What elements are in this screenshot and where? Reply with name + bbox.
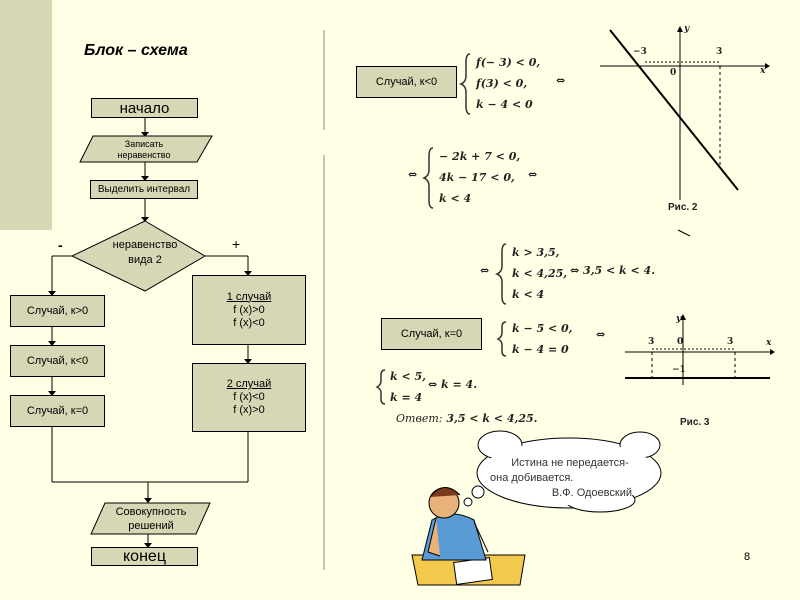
system-3: k > 3,5, k < 4,25, k < 4 — [512, 242, 567, 305]
fig3-tick-0: 0 — [677, 337, 684, 347]
system-3-line2: k < 4,25, — [512, 267, 568, 280]
case-k-positive: Случай, к>0 — [10, 295, 105, 327]
case-k-negative-right: Случай, к<0 — [356, 66, 457, 98]
fig3-tick-3-left: 3 — [648, 337, 655, 347]
case-1-title: 1 случай — [226, 290, 272, 303]
system-1-line2: f(3) < 0, — [476, 77, 528, 90]
fig3-tick-3-right: 3 — [727, 337, 734, 347]
system-5-line1: k < 5, — [390, 370, 426, 383]
fig2-y-label: y — [684, 24, 690, 34]
equiv-2: ⇔ — [408, 168, 418, 181]
system-2-line1: − 2k + 7 < 0, — [439, 150, 521, 163]
select-interval-block: Выделить интервал — [90, 180, 198, 199]
union-block: Совокупность решений — [105, 505, 197, 533]
fig3-tick-neg1: −1 — [672, 365, 686, 375]
system-2-line2: 4k − 17 < 0, — [439, 171, 515, 184]
equiv-1: ⇔ — [556, 74, 566, 87]
system-4-line2: k − 4 = 0 — [512, 343, 569, 356]
fig2-x-label: x — [760, 66, 766, 76]
system-4-line1: k − 5 < 0, — [512, 322, 573, 335]
case-1-block: 1 случай f (x)>0 f (x)<0 — [192, 275, 306, 345]
case-2-block: 2 случай f (x)<0 f (x)>0 — [192, 363, 306, 432]
quote-text: Истина не передается- она добивается. В.… — [490, 456, 650, 501]
system-5-line2: k = 4 — [390, 391, 423, 404]
system-3-result: ⇔ 3,5 < k < 4. — [570, 264, 656, 277]
write-inequality-line1: Записать — [124, 139, 164, 149]
union-line1: Совокупность — [115, 506, 187, 518]
system-2-line3: k < 4 — [439, 192, 472, 205]
system-1-line3: k − 4 < 0 — [476, 98, 533, 111]
fig3-caption: Рис. 3 — [680, 417, 710, 428]
case-1-line1: f (x)>0 — [233, 303, 265, 316]
case-2-title: 2 случай — [226, 378, 272, 390]
case-k-zero: Случай, к=0 — [10, 395, 105, 427]
system-3-line3: k < 4 — [512, 288, 545, 301]
fig2-tick-neg3: −3 — [633, 47, 647, 57]
system-5-result: ⇔ k = 4. — [428, 378, 478, 391]
quote-author: В.Ф. Одоевский — [551, 487, 632, 499]
equiv-5: ⇔ — [596, 328, 606, 341]
case-k-negative: Случай, к<0 — [10, 345, 105, 377]
case-2-line2: f (x)>0 — [233, 404, 265, 416]
answer-value: 3,5 < k < 4,25. — [446, 412, 538, 425]
page-number: 8 — [744, 551, 751, 563]
write-inequality-line2: неравенство — [117, 150, 171, 160]
fig3-x-label: x — [766, 338, 772, 348]
system-1: f(− 3) < 0, f(3) < 0, k − 4 < 0 — [476, 52, 540, 115]
decision-line2: вида 2 — [128, 254, 162, 266]
case-k-zero-right: Случай, к=0 — [381, 318, 482, 350]
fig2-tick-0: 0 — [670, 68, 677, 78]
system-4: k − 5 < 0, k − 4 = 0 — [512, 318, 573, 360]
side-strip — [0, 0, 52, 230]
equiv-3: ⇔ — [528, 168, 538, 181]
decision-block: неравенство вида 2 — [100, 238, 190, 268]
answer-label: Ответ: — [396, 412, 443, 425]
speech-bubble-shape — [463, 430, 662, 513]
figure-2-graph — [600, 26, 770, 237]
case-1-line2: f (x)<0 — [233, 316, 265, 329]
figure-3-graph — [625, 314, 775, 385]
quote-line1: Истина не передается- — [511, 457, 629, 469]
union-line2: решений — [128, 520, 174, 532]
write-inequality-block: Записать неравенство — [96, 139, 192, 161]
equiv-4: ⇔ — [480, 264, 490, 277]
system-2: − 2k + 7 < 0, 4k − 17 < 0, k < 4 — [439, 146, 520, 209]
thinking-man-illustration — [411, 487, 526, 586]
minus-label: - — [58, 237, 63, 253]
end-block: конец — [91, 547, 198, 566]
quote-line2: она добивается. — [490, 472, 574, 484]
system-5: k < 5, k = 4 — [390, 366, 426, 408]
fig2-tick-3: 3 — [716, 47, 723, 57]
start-block: начало — [91, 98, 198, 118]
answer: Ответ: 3,5 < k < 4,25. — [396, 412, 537, 425]
case-2-line1: f (x)<0 — [233, 391, 265, 403]
page-title: Блок – схема — [84, 42, 188, 59]
decision-line1: неравенство — [112, 239, 178, 251]
system-1-line1: f(− 3) < 0, — [476, 56, 541, 69]
fig2-caption: Рис. 2 — [668, 202, 698, 213]
plus-label: + — [232, 236, 241, 252]
fig3-y-label: y — [676, 314, 682, 324]
system-3-line1: k > 3,5, — [512, 246, 560, 259]
